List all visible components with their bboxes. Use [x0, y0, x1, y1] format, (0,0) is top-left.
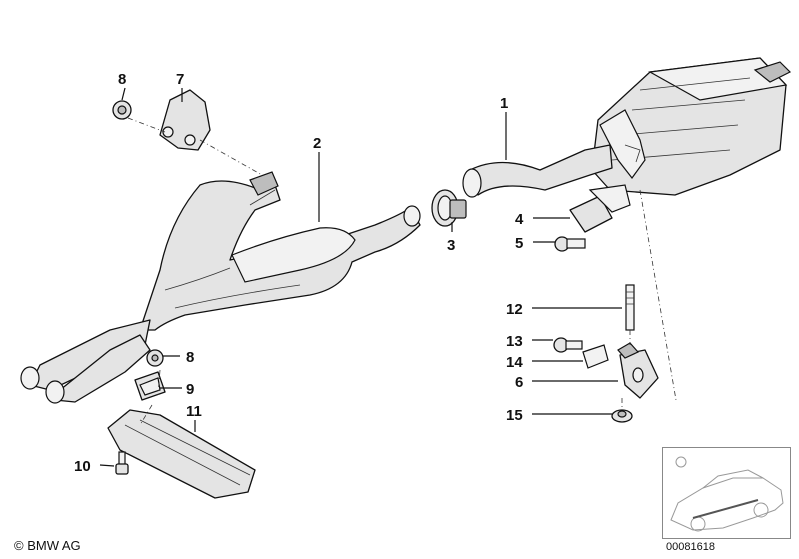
- nut-15: [611, 409, 633, 423]
- pipe-clamp: [431, 189, 467, 227]
- nut-8-bottom: [146, 349, 164, 367]
- centre-silencer-pipe: [20, 171, 421, 404]
- callout-4: 4: [515, 211, 524, 228]
- callout-5: 5: [515, 235, 523, 252]
- stud-12: [625, 284, 635, 331]
- bolt-13: [553, 337, 583, 353]
- bolt-10: [115, 451, 129, 475]
- callout-15: 15: [506, 407, 523, 424]
- callout-9: 9: [186, 381, 194, 398]
- callout-6: 6: [515, 374, 523, 391]
- callout-2: 2: [313, 135, 321, 152]
- rear-silencer: [462, 57, 792, 198]
- copyright: © BMW AG: [14, 538, 81, 553]
- callout-8-top: 8: [118, 71, 126, 88]
- rubber-mount: [569, 184, 631, 233]
- bracket-7: [159, 89, 211, 151]
- plate-14: [582, 344, 609, 369]
- clip-9: [134, 371, 166, 401]
- callout-13: 13: [506, 333, 523, 350]
- screw-5: [554, 236, 586, 252]
- callout-3: 3: [447, 237, 455, 254]
- callout-12: 12: [506, 301, 523, 318]
- callout-8-bottom: 8: [186, 349, 194, 366]
- callout-10: 10: [74, 458, 91, 475]
- car-icon: [670, 456, 784, 532]
- leader-lines: [99, 87, 622, 467]
- document-number: 00081618: [666, 541, 715, 553]
- mount-6: [617, 342, 659, 399]
- nut-8-top: [112, 100, 132, 120]
- callout-7: 7: [176, 71, 184, 88]
- callout-11: 11: [186, 403, 202, 420]
- heat-shield-11: [107, 409, 256, 499]
- vehicle-thumbnail: [662, 447, 791, 539]
- callout-14: 14: [506, 354, 523, 371]
- callout-1: 1: [500, 95, 508, 112]
